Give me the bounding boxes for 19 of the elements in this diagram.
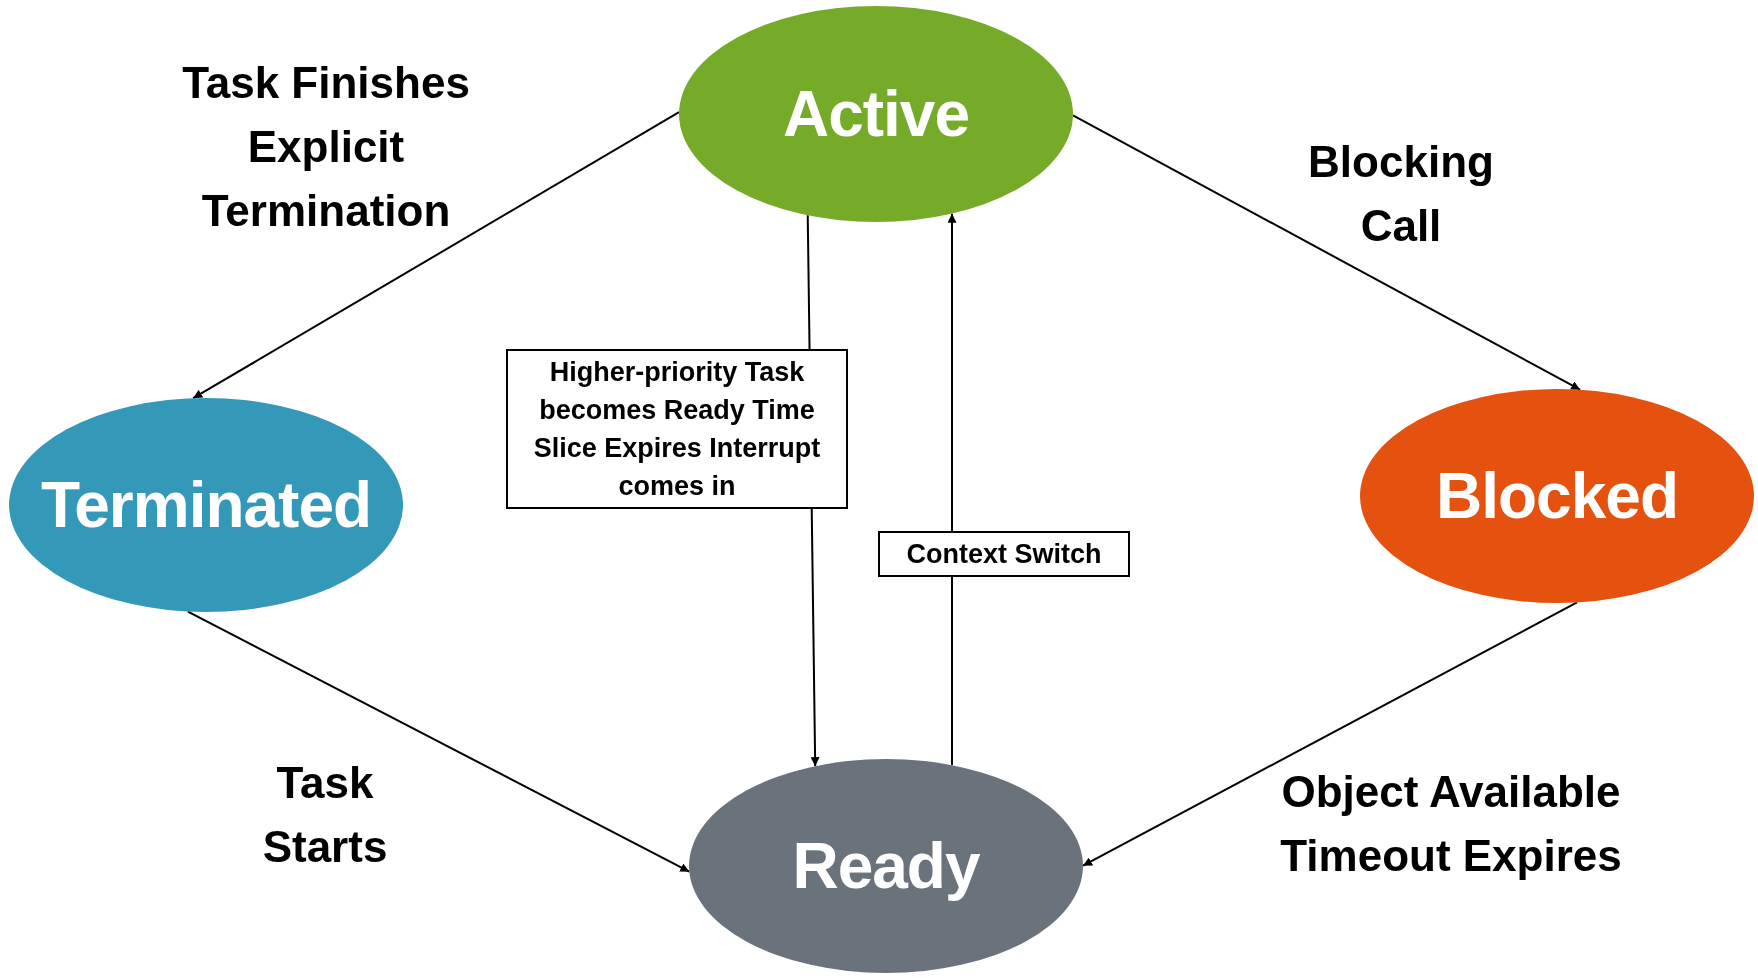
state-ellipse	[9, 398, 403, 612]
transition-label: Task Finishes Explicit Termination	[181, 57, 471, 237]
transition-label: Context Switch	[878, 531, 1130, 577]
state-ellipse	[679, 6, 1073, 222]
transition-arrow	[192, 111, 681, 400]
transition-arrow	[947, 212, 957, 767]
transition-label: Blocking Call	[1307, 136, 1495, 252]
transition-label: Object Available Timeout Expires	[1279, 766, 1623, 882]
transition-arrow	[186, 610, 691, 873]
state-ellipse	[1360, 389, 1754, 603]
state-label: Terminated	[39, 468, 373, 542]
state-label: Active	[781, 77, 971, 151]
state-ellipse	[689, 759, 1083, 973]
state-label: Ready	[791, 829, 981, 903]
transition-label: Task Starts	[261, 757, 389, 873]
state-label: Blocked	[1435, 459, 1679, 533]
transition-label: Higher-priority Task becomes Ready Time Slice Expires Interrupt comes in	[506, 349, 848, 509]
transition-arrow	[1072, 114, 1582, 391]
transition-arrow	[1082, 601, 1579, 867]
